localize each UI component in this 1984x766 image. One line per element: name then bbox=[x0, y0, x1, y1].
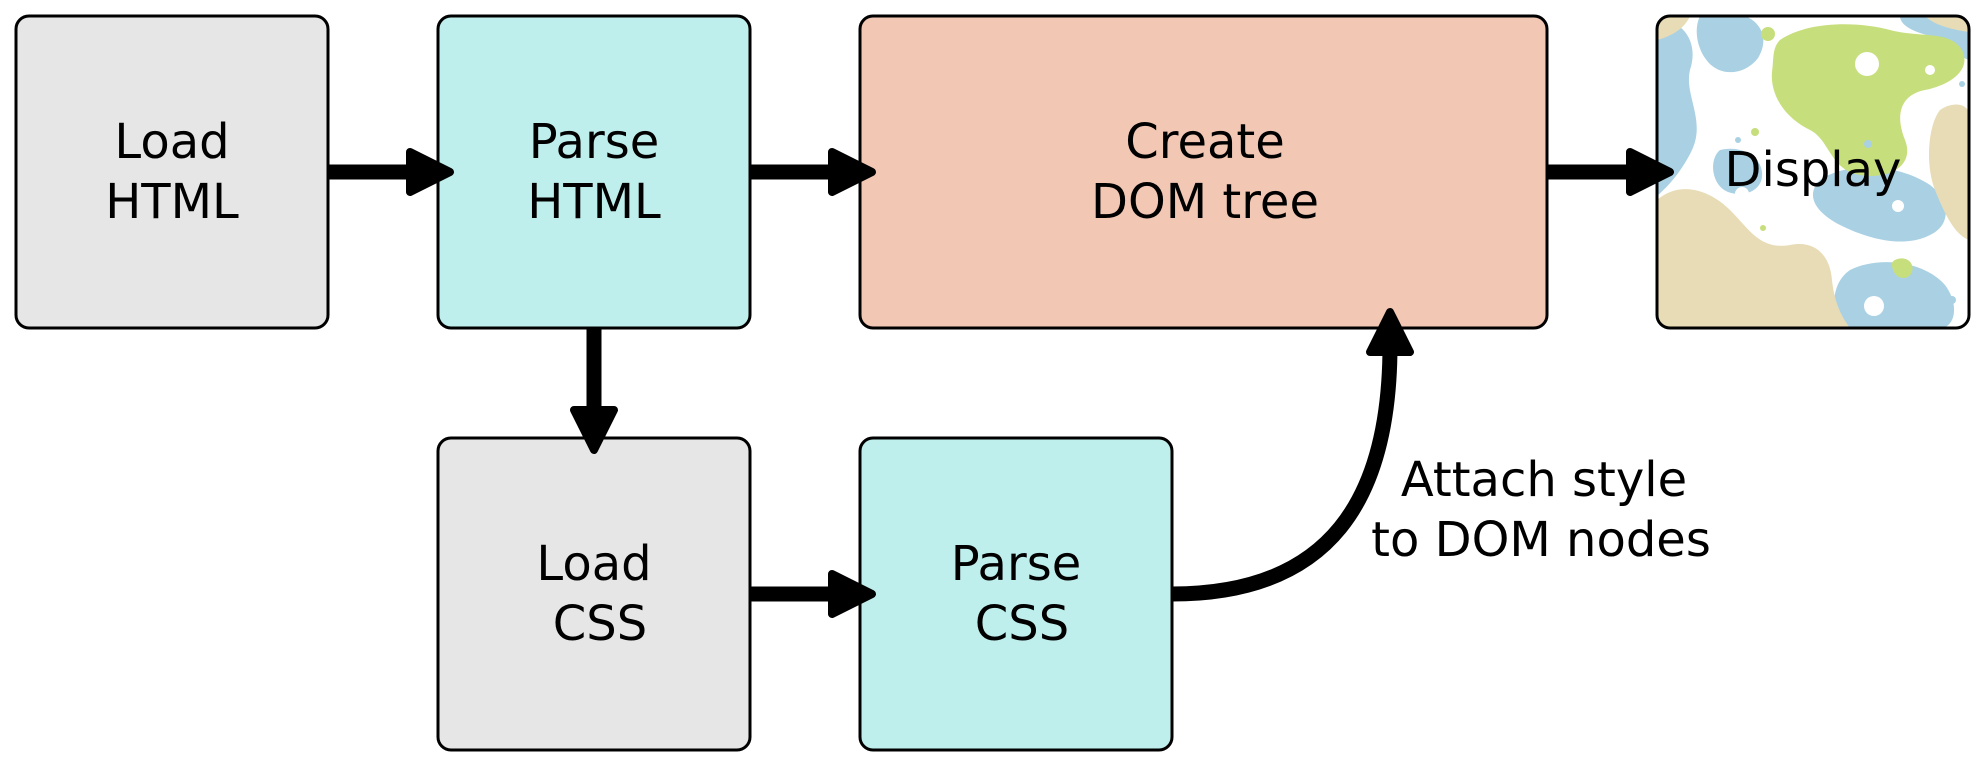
attach-style-label-line1: Attach style bbox=[1401, 452, 1687, 508]
arrow-load-css-to-parse-css bbox=[750, 570, 876, 618]
load-html-box bbox=[14, 14, 330, 330]
parse-html-box bbox=[436, 14, 752, 330]
parse-html-label-line1: Parse bbox=[529, 114, 659, 170]
load-css-label-line1: Load bbox=[536, 536, 651, 592]
edge-label-attach-style: Attach style to DOM nodes bbox=[1371, 452, 1711, 568]
load-html-label-line1: Load bbox=[114, 114, 229, 170]
node-display: Display bbox=[1655, 14, 1971, 330]
parse-html-label-line2: HTML bbox=[527, 174, 661, 230]
load-html-label-line2: HTML bbox=[105, 174, 239, 230]
attach-style-label-line2: to DOM nodes bbox=[1371, 512, 1711, 568]
arrow-load-html-to-parse-html bbox=[328, 148, 454, 196]
create-dom-box bbox=[858, 14, 1549, 330]
display-pattern bbox=[1657, 16, 1969, 328]
node-load-html: Load HTML bbox=[14, 14, 330, 330]
parse-css-label-line1: Parse bbox=[951, 536, 1081, 592]
node-load-css: Load CSS bbox=[436, 436, 752, 752]
node-create-dom-tree: Create DOM tree bbox=[858, 14, 1549, 330]
create-dom-label-line2: DOM tree bbox=[1091, 174, 1319, 230]
create-dom-label-line1: Create bbox=[1125, 114, 1285, 170]
load-css-label-line2: CSS bbox=[553, 596, 647, 652]
node-parse-html: Parse HTML bbox=[436, 14, 752, 330]
load-css-box bbox=[436, 436, 752, 752]
node-parse-css: Parse CSS bbox=[858, 436, 1174, 752]
parse-css-box bbox=[858, 436, 1174, 752]
arrow-parse-html-to-load-css bbox=[570, 328, 618, 454]
parse-css-label-line2: CSS bbox=[975, 596, 1069, 652]
arrow-parse-css-to-create-dom bbox=[1171, 308, 1414, 602]
arrow-create-dom-to-display bbox=[1547, 148, 1674, 196]
arrow-parse-html-to-create-dom bbox=[750, 148, 876, 196]
display-label: Display bbox=[1725, 142, 1902, 198]
